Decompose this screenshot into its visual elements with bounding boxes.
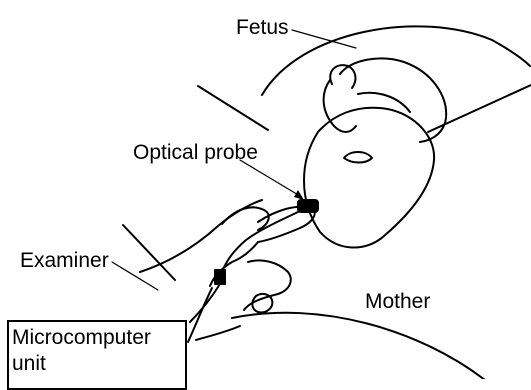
examiner-label: Examiner <box>20 250 109 271</box>
mother-abdomen-lower-curve <box>232 313 485 379</box>
leader-arrowhead-probe <box>294 190 304 200</box>
examiner-forearm <box>188 288 212 342</box>
examiner-thumb <box>244 260 291 310</box>
microcomputer-unit-label: Microcomputer <box>12 327 151 348</box>
optical-probe-label: Optical probe <box>133 142 258 163</box>
fetus-hand <box>330 65 355 88</box>
microcomputer-unit-label-line2: unit <box>12 353 46 374</box>
leader-line-probe <box>240 160 300 196</box>
fetus-label: Fetus <box>236 17 289 38</box>
probe-connector <box>215 270 225 284</box>
examiner-wrist <box>196 326 240 340</box>
fetus-body <box>340 58 446 142</box>
mother-body-line-left <box>198 86 268 130</box>
examiner-knuckle <box>252 294 272 312</box>
mother-label: Mother <box>365 291 430 312</box>
leader-line-examiner <box>112 262 158 290</box>
mother-leg-line <box>123 225 175 280</box>
fetus-head <box>304 108 434 248</box>
fetus-ear <box>344 152 372 163</box>
